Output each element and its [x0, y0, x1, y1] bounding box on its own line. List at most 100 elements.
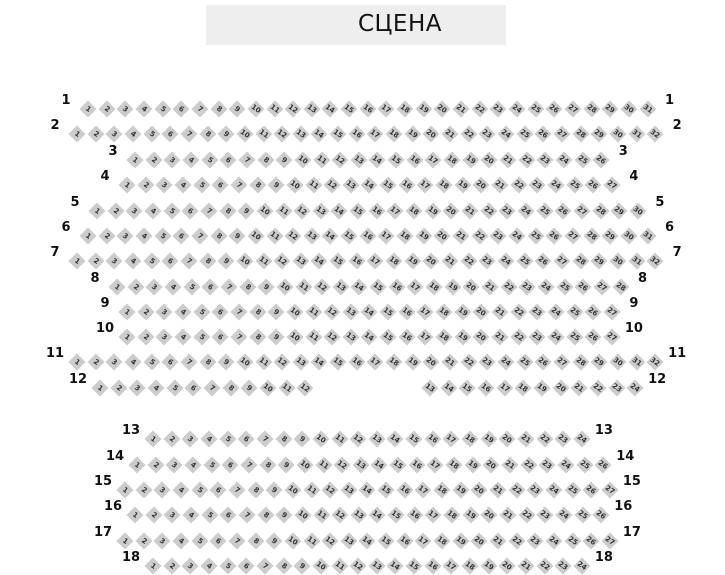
seat-row12-7[interactable]: 7 [203, 379, 221, 397]
seat-row4-25[interactable]: 25 [566, 176, 584, 194]
seat-row7-32[interactable]: 32 [646, 252, 664, 270]
seat-row2-5[interactable]: 5 [143, 125, 161, 143]
seat-row13-18[interactable]: 18 [461, 430, 479, 448]
seat-row5-14[interactable]: 14 [330, 202, 348, 220]
seat-row8-16[interactable]: 16 [388, 278, 406, 296]
seat-row5-11[interactable]: 11 [275, 202, 292, 220]
seat-row17-23[interactable]: 23 [526, 532, 544, 550]
seat-row14-23[interactable]: 23 [538, 456, 556, 474]
seat-row6-27[interactable]: 27 [564, 227, 582, 245]
seat-row12-12[interactable]: 12 [296, 379, 314, 397]
seat-row3-11[interactable]: 11 [313, 151, 330, 169]
seat-row2-16[interactable]: 16 [348, 125, 366, 143]
seat-row14-3[interactable]: 3 [165, 456, 183, 474]
seat-row4-3[interactable]: 3 [155, 176, 173, 194]
seat-row5-25[interactable]: 25 [536, 202, 554, 220]
seat-row15-21[interactable]: 21 [489, 481, 507, 499]
seat-row4-5[interactable]: 5 [193, 176, 211, 194]
seat-row7-26[interactable]: 26 [534, 252, 552, 270]
seat-row8-3[interactable]: 3 [145, 278, 163, 296]
seat-row3-25[interactable]: 25 [574, 151, 592, 169]
seat-row15-6[interactable]: 6 [209, 481, 227, 499]
seat-row15-17[interactable]: 17 [414, 481, 432, 499]
seat-row4-20[interactable]: 20 [472, 176, 490, 194]
seat-row10-22[interactable]: 22 [510, 328, 528, 346]
seat-row11-18[interactable]: 18 [385, 353, 403, 371]
seat-row13-22[interactable]: 22 [536, 430, 554, 448]
seat-row11-25[interactable]: 25 [516, 353, 534, 371]
seat-row6-20[interactable]: 20 [433, 227, 451, 245]
seat-row7-10[interactable]: 10 [236, 252, 254, 270]
seat-row9-27[interactable]: 27 [603, 303, 621, 321]
seat-row15-27[interactable]: 27 [601, 481, 619, 499]
seat-row17-27[interactable]: 27 [601, 532, 619, 550]
seat-row17-11[interactable]: 11 [303, 532, 320, 550]
seat-row15-19[interactable]: 19 [452, 481, 470, 499]
seat-row13-21[interactable]: 21 [517, 430, 535, 448]
seat-row14-10[interactable]: 10 [296, 456, 314, 474]
seat-row6-17[interactable]: 17 [377, 227, 395, 245]
seat-row16-16[interactable]: 16 [406, 506, 424, 524]
seat-row9-3[interactable]: 3 [155, 303, 173, 321]
seat-row10-18[interactable]: 18 [435, 328, 453, 346]
seat-row7-9[interactable]: 9 [217, 252, 235, 270]
seat-row5-28[interactable]: 28 [592, 202, 610, 220]
seat-row2-18[interactable]: 18 [385, 125, 403, 143]
seat-row18-1[interactable]: 1 [144, 557, 162, 575]
seat-row11-15[interactable]: 15 [329, 353, 347, 371]
seat-row1-5[interactable]: 5 [154, 100, 172, 118]
seat-row14-15[interactable]: 15 [389, 456, 407, 474]
seat-row13-24[interactable]: 24 [573, 430, 591, 448]
seat-row6-15[interactable]: 15 [340, 227, 358, 245]
seat-row2-4[interactable]: 4 [124, 125, 142, 143]
seat-row5-10[interactable]: 10 [256, 202, 274, 220]
seat-row2-10[interactable]: 10 [236, 125, 254, 143]
seat-row2-1[interactable]: 1 [68, 125, 86, 143]
seat-row17-25[interactable]: 25 [564, 532, 582, 550]
seat-row6-22[interactable]: 22 [471, 227, 489, 245]
seat-row3-13[interactable]: 13 [350, 151, 368, 169]
seat-row18-10[interactable]: 10 [312, 557, 330, 575]
seat-row8-7[interactable]: 7 [220, 278, 238, 296]
seat-row7-21[interactable]: 21 [441, 252, 459, 270]
seat-row2-8[interactable]: 8 [199, 125, 217, 143]
seat-row7-16[interactable]: 16 [348, 252, 366, 270]
seat-row1-22[interactable]: 22 [471, 100, 489, 118]
seat-row16-8[interactable]: 8 [257, 506, 275, 524]
seat-row2-17[interactable]: 17 [366, 125, 384, 143]
seat-row6-25[interactable]: 25 [527, 227, 545, 245]
seat-row9-19[interactable]: 19 [454, 303, 472, 321]
seat-row12-16[interactable]: 16 [477, 379, 495, 397]
seat-row14-4[interactable]: 4 [184, 456, 202, 474]
seat-row1-6[interactable]: 6 [172, 100, 190, 118]
seat-row8-9[interactable]: 9 [257, 278, 275, 296]
seat-row6-3[interactable]: 3 [116, 227, 134, 245]
seat-row15-5[interactable]: 5 [191, 481, 209, 499]
seat-row9-5[interactable]: 5 [193, 303, 211, 321]
seat-row13-12[interactable]: 12 [349, 430, 367, 448]
seat-row18-8[interactable]: 8 [275, 557, 293, 575]
seat-row6-31[interactable]: 31 [639, 227, 656, 245]
seat-row3-20[interactable]: 20 [480, 151, 498, 169]
seat-row1-2[interactable]: 2 [98, 100, 116, 118]
seat-row5-8[interactable]: 8 [219, 202, 237, 220]
seat-row10-11[interactable]: 11 [305, 328, 322, 346]
seat-row9-22[interactable]: 22 [510, 303, 528, 321]
seat-row10-20[interactable]: 20 [472, 328, 490, 346]
seat-row11-30[interactable]: 30 [609, 353, 627, 371]
seat-row16-1[interactable]: 1 [126, 506, 144, 524]
seat-row15-20[interactable]: 20 [470, 481, 488, 499]
seat-row3-21[interactable]: 21 [499, 151, 517, 169]
seat-row3-3[interactable]: 3 [163, 151, 181, 169]
seat-row3-24[interactable]: 24 [555, 151, 573, 169]
seat-row16-3[interactable]: 3 [163, 506, 181, 524]
seat-row8-23[interactable]: 23 [518, 278, 536, 296]
seat-row7-6[interactable]: 6 [161, 252, 179, 270]
seat-row3-8[interactable]: 8 [257, 151, 275, 169]
seat-row1-13[interactable]: 13 [303, 100, 321, 118]
seat-row9-2[interactable]: 2 [137, 303, 155, 321]
seat-row9-7[interactable]: 7 [230, 303, 248, 321]
seat-row7-27[interactable]: 27 [553, 252, 571, 270]
seat-row4-14[interactable]: 14 [360, 176, 378, 194]
seat-row1-30[interactable]: 30 [620, 100, 638, 118]
